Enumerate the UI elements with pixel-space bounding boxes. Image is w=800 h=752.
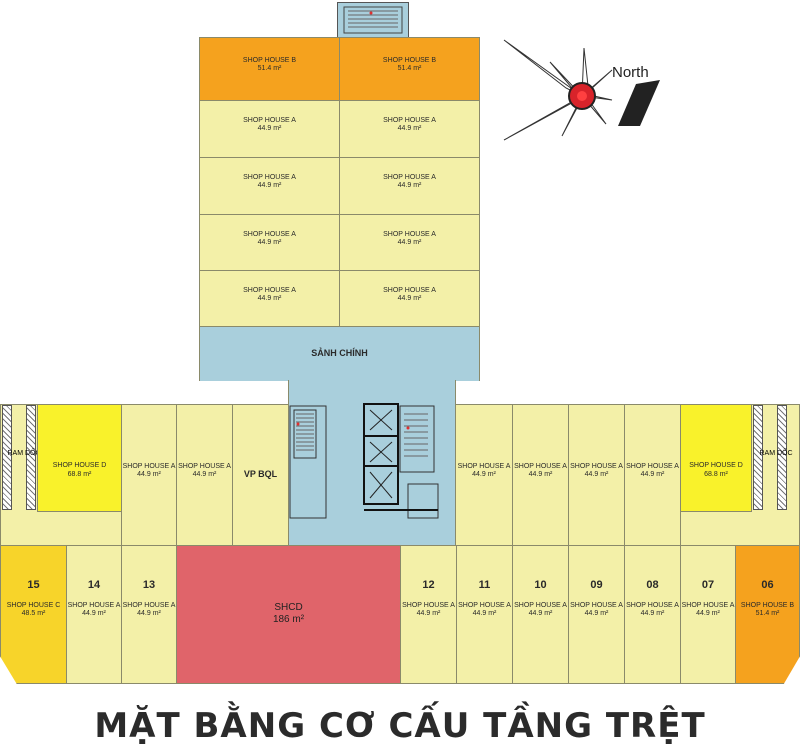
unit-11: 11 SHOP HOUSE A 44.9 m² (456, 545, 513, 684)
tower-stair-core (337, 2, 409, 38)
ramp-right-hatch (753, 405, 763, 510)
ramp-left-hatch (26, 405, 36, 510)
tower-unit-a: SHOP HOUSE A 44.9 m² (199, 214, 340, 271)
tower-unit-a: SHOP HOUSE A 44.9 m² (339, 100, 480, 158)
middle-unit-a: SHOP HOUSE A 44.9 m² (455, 404, 513, 546)
main-lobby: SẢNH CHÍNH (199, 326, 480, 381)
tower-unit-a: SHOP HOUSE A 44.9 m² (339, 157, 480, 215)
middle-unit-a: SHOP HOUSE A 44.9 m² (176, 404, 233, 546)
unit-15: 15 SHOP HOUSE C 48.5 m² (0, 545, 67, 684)
unit-09: 09 SHOP HOUSE A 44.9 m² (568, 545, 625, 684)
unit-10: 10 SHOP HOUSE A 44.9 m² (512, 545, 569, 684)
middle-unit-a: SHOP HOUSE A 44.9 m² (512, 404, 569, 546)
middle-unit-d-right: SHOP HOUSE D 68.8 m² (680, 404, 752, 512)
middle-unit-d-left: SHOP HOUSE D 68.8 m² (37, 404, 122, 512)
unit-06: 06 SHOP HOUSE B 51.4 m² (735, 545, 800, 684)
unit-08: 08 SHOP HOUSE A 44.9 m² (624, 545, 681, 684)
page-title: MẶT BẰNG CƠ CẤU TẦNG TRỆT (94, 706, 706, 746)
tower-unit-a: SHOP HOUSE A 44.9 m² (199, 100, 340, 158)
tower-unit-a: SHOP HOUSE A 44.9 m² (339, 270, 480, 327)
unit-13: 13 SHOP HOUSE A 44.9 m² (121, 545, 177, 684)
unit-07: 07 SHOP HOUSE A 44.9 m² (680, 545, 736, 684)
ramp-right-hatch (777, 405, 787, 510)
tower-unit-b-left: SHOP HOUSE B 51.4 m² (199, 37, 340, 101)
tower-unit-b-right: SHOP HOUSE B 51.4 m² (339, 37, 480, 101)
tower-unit-a: SHOP HOUSE A 44.9 m² (199, 157, 340, 215)
compass-north-label: North (612, 64, 649, 81)
shcd-unit: SHCD 186 m² (176, 545, 401, 684)
ramp-left-hatch (2, 405, 12, 510)
core-stairs-lifts (289, 403, 439, 519)
tower-unit-a: SHOP HOUSE A 44.9 m² (199, 270, 340, 327)
middle-unit-a: SHOP HOUSE A 44.9 m² (624, 404, 681, 546)
stair-icon (343, 6, 403, 34)
ramp-left-label: RAM DỐC (7, 450, 41, 457)
lobby-label: SẢNH CHÍNH (311, 348, 368, 358)
ramp-right-label: RAM DỐC (759, 450, 793, 457)
compass-rose-icon (503, 39, 660, 141)
vp-bql-label: VP BQL (243, 469, 278, 479)
middle-unit-a: SHOP HOUSE A 44.9 m² (568, 404, 625, 546)
middle-unit-a: SHOP HOUSE A 44.9 m² (121, 404, 177, 546)
tower-unit-a: SHOP HOUSE A 44.9 m² (339, 214, 480, 271)
shcd-label: SHCD (274, 602, 303, 613)
vp-bql-office: VP BQL (232, 404, 289, 546)
shcd-area: 186 m² (272, 614, 305, 625)
unit-12: 12 SHOP HOUSE A 44.9 m² (400, 545, 457, 684)
unit-14: 14 SHOP HOUSE A 44.9 m² (66, 545, 122, 684)
